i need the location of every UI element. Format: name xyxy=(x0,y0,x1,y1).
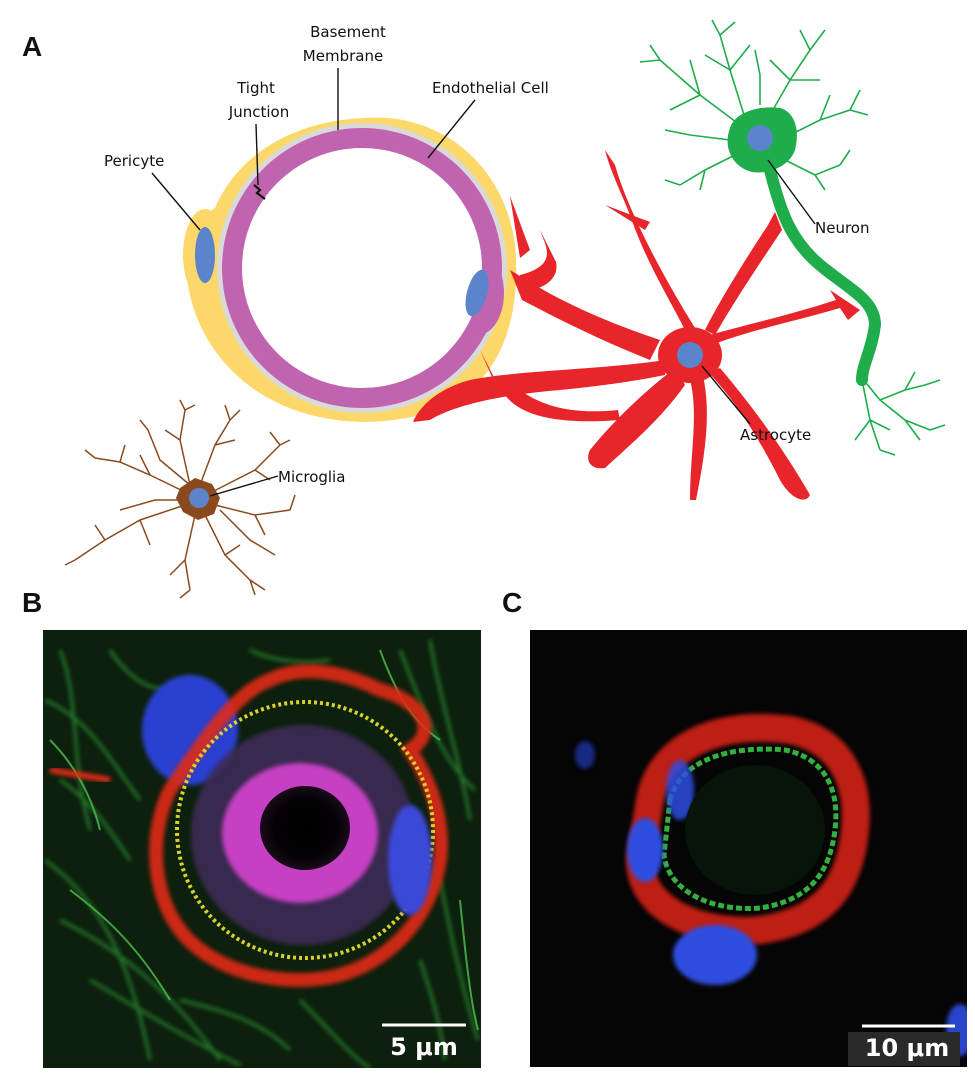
label-astrocyte: Astrocyte xyxy=(740,426,811,444)
microglia-nucleus xyxy=(189,488,209,508)
leader-pericyte xyxy=(151,172,201,231)
micrograph-c-nucleus-2 xyxy=(627,818,663,882)
microglia-processes xyxy=(64,399,296,599)
micrograph-b-red-process xyxy=(49,767,111,783)
micrograph-b-nucleus-2 xyxy=(388,805,432,915)
label-basement-membrane-1: Basement xyxy=(310,23,386,41)
astrocyte-nucleus xyxy=(677,342,703,368)
micrograph-b-yellow-ring xyxy=(175,700,435,960)
micrograph-c-nucleus-3 xyxy=(666,760,694,820)
micrograph-c-lumen xyxy=(685,765,825,895)
micrograph-c-nucleus-1 xyxy=(673,925,757,985)
micrograph-b-lumen xyxy=(260,786,350,870)
leader-astrocyte xyxy=(701,365,751,425)
panel-c-letter: C xyxy=(502,587,522,618)
scale-label-b: 5 μm xyxy=(390,1033,458,1061)
neuron-axon xyxy=(764,164,882,386)
scale-bar-c-backdrop xyxy=(848,1032,960,1066)
micrograph-c: 10 μm xyxy=(530,630,967,1067)
panel-a-letter: A xyxy=(22,31,42,62)
label-endothelial-cell: Endothelial Cell xyxy=(432,79,549,97)
label-neuron: Neuron xyxy=(815,219,869,237)
endothelial-nucleus xyxy=(465,269,489,317)
microglia xyxy=(64,399,296,599)
neuron-axon-terminals xyxy=(854,371,946,456)
neuron-dendrites xyxy=(639,19,869,191)
micrograph-c-red-ring xyxy=(625,713,870,945)
micrograph-b: 5 μm xyxy=(43,630,481,1068)
label-tight-junction-2: Junction xyxy=(228,103,289,121)
neuron xyxy=(639,19,946,456)
astrocyte xyxy=(413,150,860,500)
tight-junction-mark xyxy=(253,184,266,200)
micrograph-b-nucleus-1 xyxy=(142,675,238,785)
vessel-lumen xyxy=(242,148,482,388)
label-pericyte: Pericyte xyxy=(104,152,164,170)
leader-endothelial-cell xyxy=(427,99,476,159)
micrograph-c-nucleus-4 xyxy=(575,741,595,769)
leader-microglia xyxy=(209,475,279,497)
pericyte-nucleus xyxy=(195,227,215,283)
label-microglia: Microglia xyxy=(278,468,345,486)
panel-b-letter: B xyxy=(22,587,42,618)
micrograph-b-fibers xyxy=(44,639,480,1068)
micrograph-c-green-ring xyxy=(661,746,839,911)
leader-neuron xyxy=(767,159,816,225)
blood-vessel xyxy=(183,117,517,422)
micrograph-b-red-endfeet xyxy=(149,664,448,987)
neuron-nucleus xyxy=(747,125,773,151)
label-tight-junction-1: Tight xyxy=(236,79,275,97)
scale-label-c: 10 μm xyxy=(865,1034,949,1062)
leader-tight-junction xyxy=(255,123,259,186)
label-basement-membrane-2: Membrane xyxy=(303,47,383,65)
